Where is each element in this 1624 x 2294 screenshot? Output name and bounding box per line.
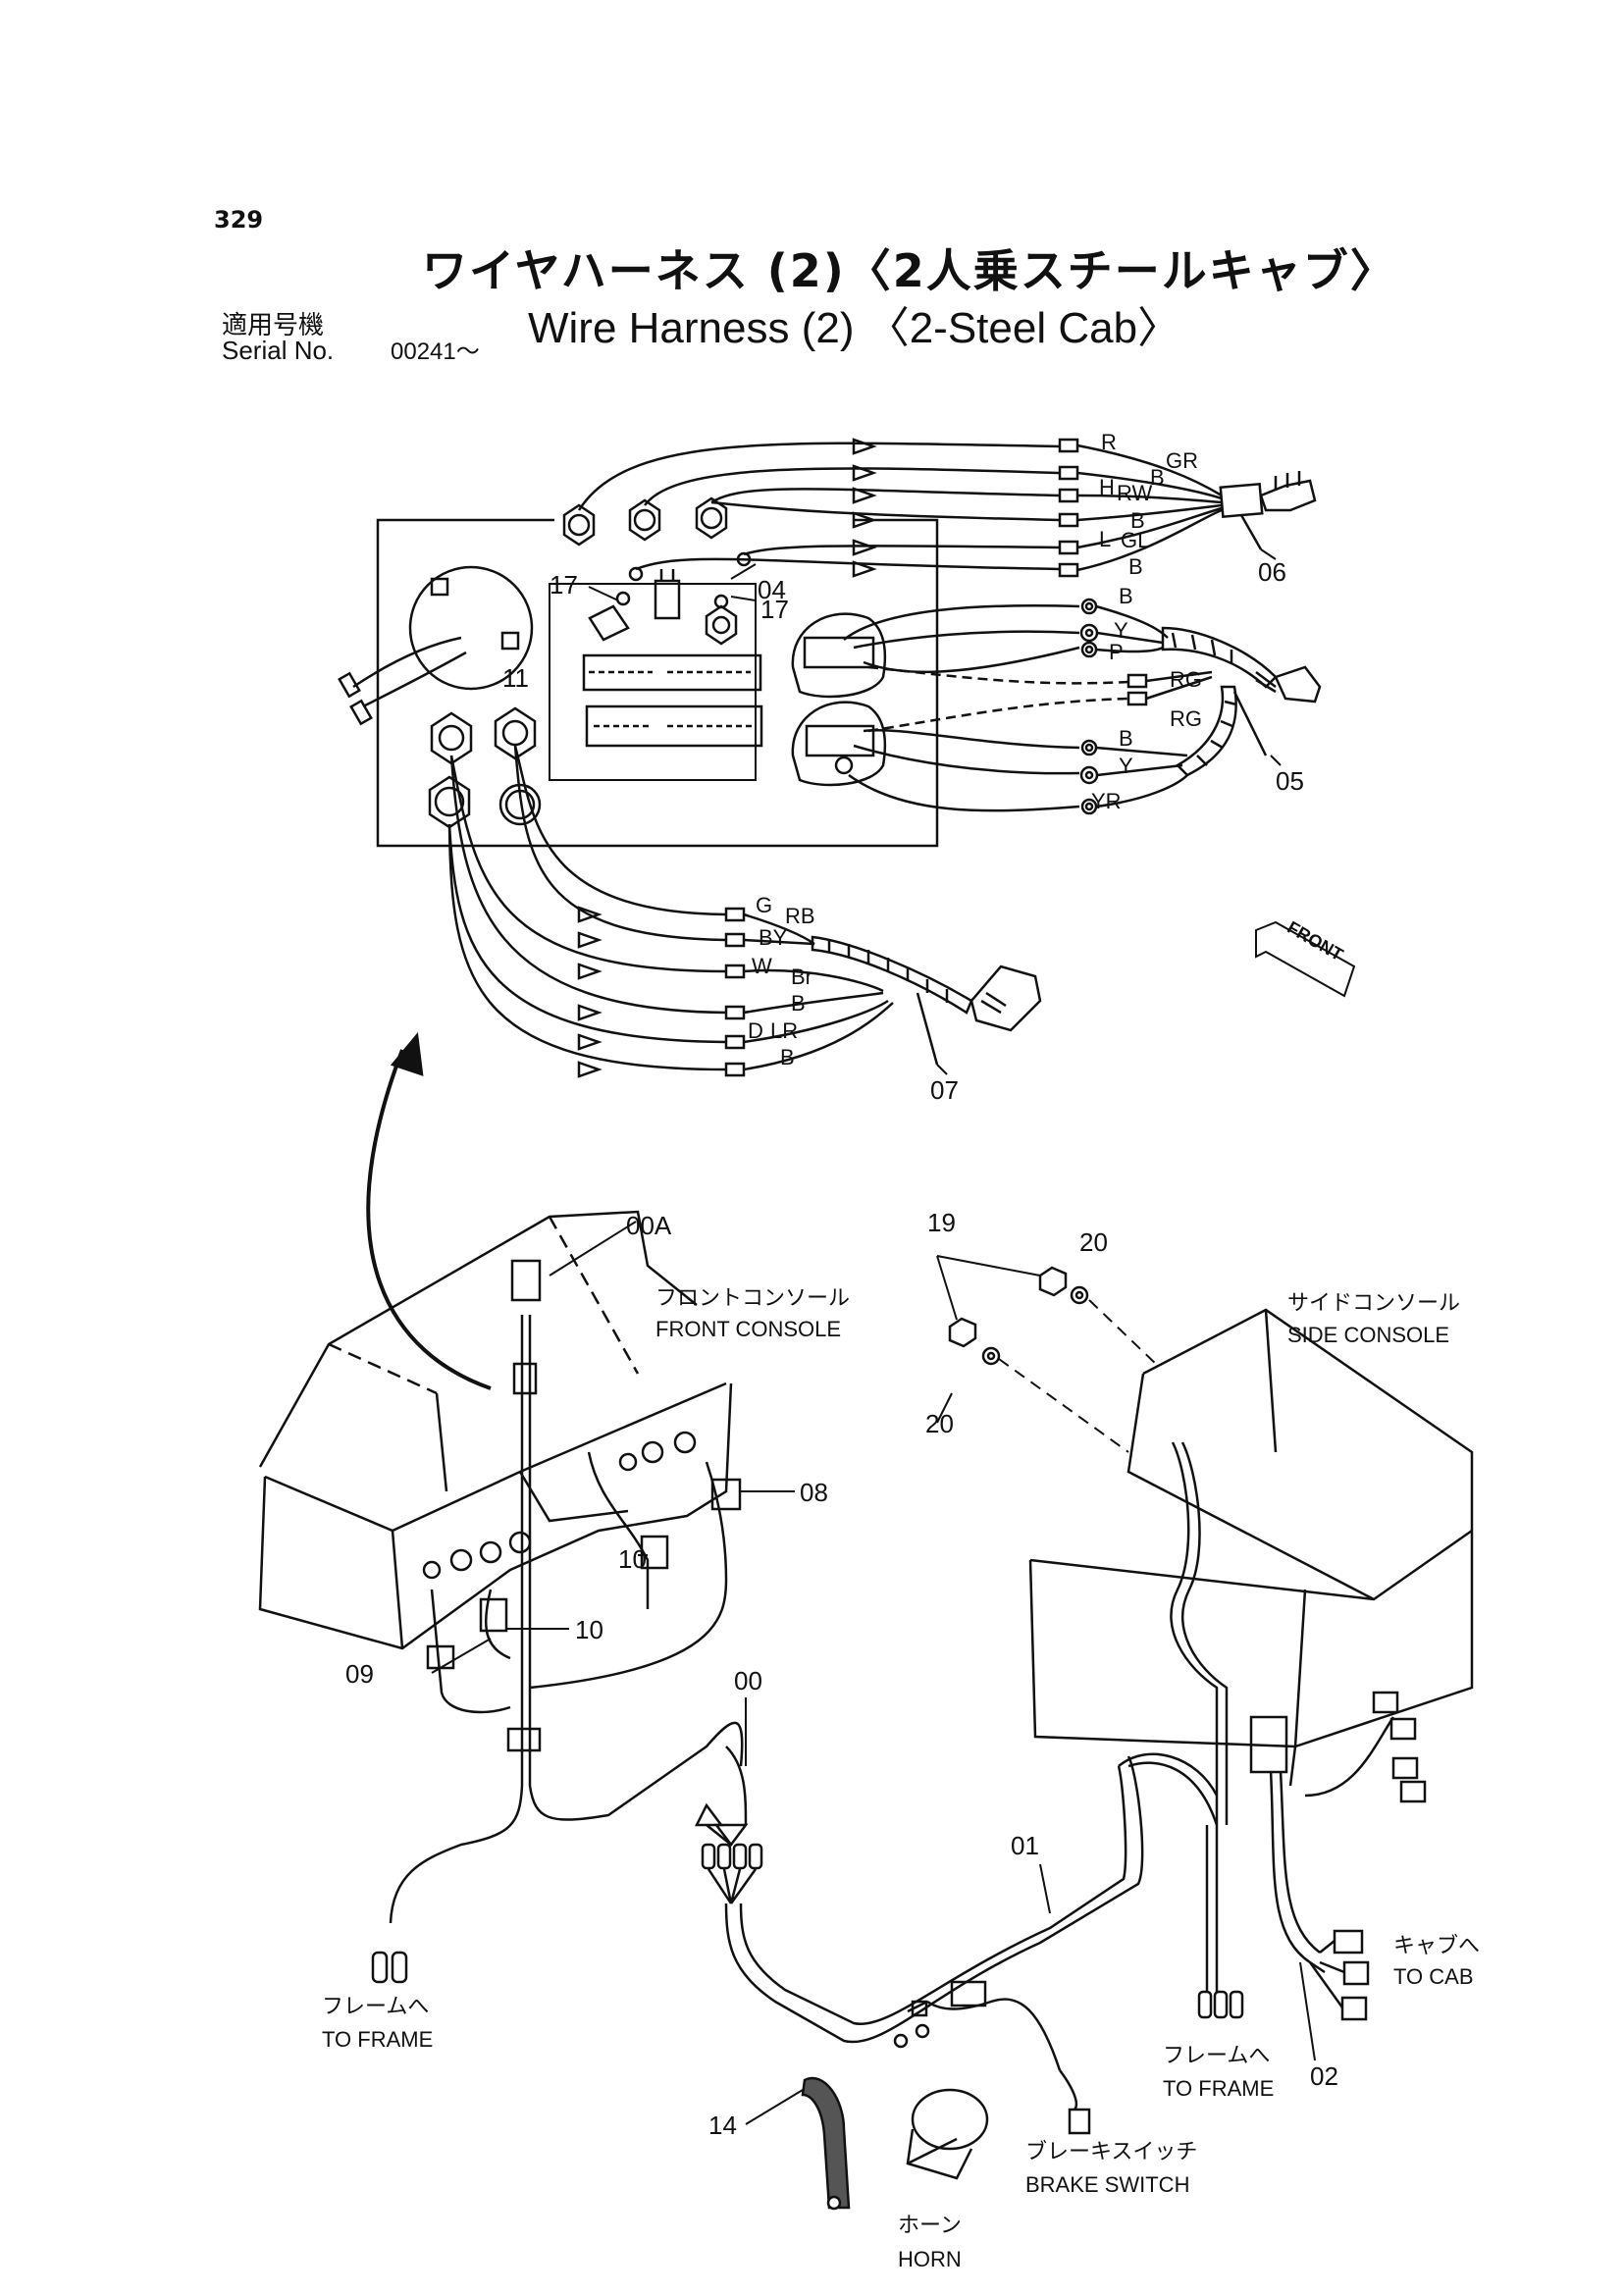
front-console-wiring — [371, 1259, 744, 1984]
wire-label: Y — [1119, 754, 1133, 778]
page-title-japanese: ワイヤハーネス (2)〈2人乗スチールキャブ〉 — [422, 244, 1397, 297]
part-number-17: 17 — [760, 595, 789, 624]
panel-connectors — [582, 653, 763, 748]
serial-label-english: Serial No. — [222, 336, 335, 365]
part-number-02: 02 — [1310, 2061, 1338, 2091]
horn-label-jp: ホーン — [898, 2213, 962, 2237]
wire-label: B — [1119, 584, 1133, 608]
wire-colors-06: R GR B H RW B L GL B — [1099, 430, 1198, 579]
part-number-06: 06 — [1258, 557, 1286, 587]
rotary-switches — [791, 612, 887, 787]
part-numbers: 06 05 07 04 17 17 11 00A 08 10 10 09 00 … — [345, 557, 1338, 2140]
part-number-11: 11 — [502, 663, 529, 693]
brake-switch-wiring — [893, 1980, 1091, 2135]
part-number-01: 01 — [1011, 1831, 1039, 1860]
wire-label: G — [756, 893, 772, 917]
part-number-10: 10 — [575, 1615, 603, 1644]
part-number-08: 08 — [800, 1478, 828, 1507]
side-console — [1028, 1308, 1474, 2021]
to-frame-left-label-jp: フレームへ — [322, 1994, 429, 2018]
page-number: 329 — [214, 206, 264, 234]
wire-label: B — [791, 991, 806, 1016]
part-number-19: 19 — [927, 1208, 956, 1237]
part-number-04: 04 — [758, 575, 786, 604]
wires-07 — [447, 745, 1042, 1078]
to-cab-label-en: TO CAB — [1393, 1964, 1474, 1989]
gauge-11 — [338, 565, 534, 726]
part-number-20: 20 — [1079, 1227, 1108, 1257]
ground-strap — [801, 2076, 851, 2211]
wire-label: GL — [1121, 528, 1149, 552]
front-direction-arrow — [1255, 920, 1356, 998]
wire-label: P — [1109, 640, 1124, 664]
brake-switch-label-jp: ブレーキスイッチ — [1025, 2139, 1197, 2164]
wire-label: B — [1130, 508, 1145, 533]
wire-label: RB — [785, 904, 815, 928]
leader-lines — [431, 548, 1316, 2125]
part-number-10: 10 — [618, 1544, 647, 1574]
serial-label: 適用号機 Serial No. — [222, 312, 334, 363]
horn — [906, 2088, 989, 2180]
wire-colors-05: B Y P RG RG B Y YR — [1091, 584, 1202, 813]
to-frame-right-label-en: TO FRAME — [1163, 2076, 1274, 2101]
part-number-00: 00 — [734, 1666, 762, 1695]
captions: フロントコンソール FRONT CONSOLE サイドコンソール SIDE CO… — [322, 1285, 1480, 2271]
wire-label: YR — [1091, 789, 1122, 813]
wire-label: LR — [770, 1018, 798, 1043]
page-title-english: Wire Harness (2) 〈2-Steel Cab〉 — [528, 304, 1181, 352]
to-frame-right-label-jp: フレームへ — [1163, 2043, 1270, 2067]
part-number-20: 20 — [925, 1409, 954, 1438]
serial-label-japanese: 適用号機 — [222, 310, 325, 339]
wire-label: L — [1099, 527, 1111, 551]
to-cab-label-jp: キャブへ — [1393, 1933, 1480, 1957]
upper-switches — [562, 496, 752, 646]
main-harness — [694, 1746, 1219, 2044]
wire-label: B — [780, 1045, 795, 1069]
part-number-00a: 00A — [626, 1211, 672, 1240]
to-frame-left-label-en: TO FRAME — [322, 2027, 433, 2052]
wire-label: GR — [1166, 448, 1198, 473]
wire-label: B — [1128, 554, 1143, 579]
wire-label: BY — [759, 925, 788, 950]
wire-label: R — [1101, 430, 1117, 454]
wire-label: RG — [1170, 706, 1202, 731]
wires-06 — [577, 438, 1317, 578]
wire-label: Y — [1114, 618, 1128, 643]
part-number-07: 07 — [930, 1075, 959, 1105]
wire-label: W — [752, 954, 772, 978]
front-console-label-jp: フロントコンソール — [655, 1285, 850, 1310]
side-console-label-jp: サイドコンソール — [1287, 1290, 1460, 1315]
wires-05 — [843, 598, 1322, 815]
wire-label: Br — [791, 965, 812, 989]
part-number-14: 14 — [708, 2111, 737, 2140]
wire-colors-07: G RB BY W Br B D LR B — [748, 893, 815, 1069]
serial-number-value: 00241～ — [391, 339, 480, 365]
wire-label: H — [1099, 475, 1115, 499]
part-number-05: 05 — [1276, 766, 1304, 796]
front-console-label-en: FRONT CONSOLE — [655, 1317, 841, 1341]
instrument-panel-inset — [376, 518, 939, 848]
wire-label: RG — [1170, 667, 1202, 692]
side-console-label-en: SIDE CONSOLE — [1287, 1323, 1449, 1347]
bolts-and-washers — [936, 1255, 1159, 1453]
part-number-09: 09 — [345, 1659, 374, 1689]
wire-label: D — [748, 1018, 763, 1043]
wire-label: RW — [1117, 481, 1152, 505]
horn-label-en: HORN — [898, 2247, 962, 2271]
front-console — [258, 1210, 733, 1650]
brake-switch-label-en: BRAKE SWITCH — [1025, 2172, 1189, 2197]
wire-label: B — [1150, 465, 1165, 490]
curved-pointer-arrow — [366, 1031, 492, 1390]
front-badge-label: FRONT — [1284, 917, 1347, 965]
part-number-17: 17 — [550, 570, 578, 600]
wire-label: B — [1119, 726, 1133, 751]
